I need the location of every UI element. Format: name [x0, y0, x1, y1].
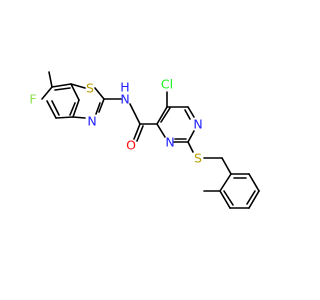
bond — [129, 103, 141, 125]
bond — [219, 173, 232, 192]
amide-nitrogen-label: N — [120, 92, 129, 107]
bond — [219, 190, 231, 209]
fluorine-label: F — [29, 92, 36, 107]
bond — [187, 141, 194, 153]
bond — [187, 106, 195, 118]
bond — [54, 87, 71, 91]
atom-labels: F S N N H Cl O N N S — [29, 77, 202, 166]
bond — [223, 190, 234, 206]
carbonyl-oxygen-label: O — [126, 138, 136, 153]
thiazole-nitrogen-label: N — [87, 114, 96, 129]
bond — [248, 173, 260, 192]
pyrimidine-nitrogen-bottom-label: N — [165, 135, 174, 150]
bond — [246, 190, 256, 205]
bond — [94, 87, 105, 100]
bond — [72, 99, 80, 118]
bond — [48, 71, 53, 88]
bond — [221, 157, 232, 175]
amide-hydrogen-label: H — [120, 80, 129, 95]
bond — [70, 83, 80, 101]
bond — [184, 109, 191, 120]
bond — [98, 98, 105, 113]
thiazole-sulfur-label: S — [86, 81, 94, 96]
bond — [72, 116, 86, 119]
bond — [46, 100, 57, 119]
bond — [51, 83, 72, 88]
bond — [160, 107, 171, 123]
bond — [133, 123, 141, 140]
bonds — [41, 71, 260, 209]
bond — [156, 106, 168, 125]
chlorine-label: Cl — [161, 77, 173, 92]
bond — [55, 116, 74, 119]
thioether-sulfur-label: S — [194, 151, 202, 166]
bond — [70, 83, 86, 89]
bond — [156, 123, 166, 138]
bond — [248, 190, 260, 209]
pyrimidine-nitrogen-top-label: N — [193, 117, 202, 132]
bond — [136, 125, 144, 142]
bond — [95, 102, 101, 115]
bond — [51, 100, 60, 116]
bond — [69, 102, 76, 116]
bond — [41, 86, 53, 100]
bond — [187, 130, 195, 143]
molecule-diagram: F S N N H Cl O N N S — [29, 71, 260, 209]
